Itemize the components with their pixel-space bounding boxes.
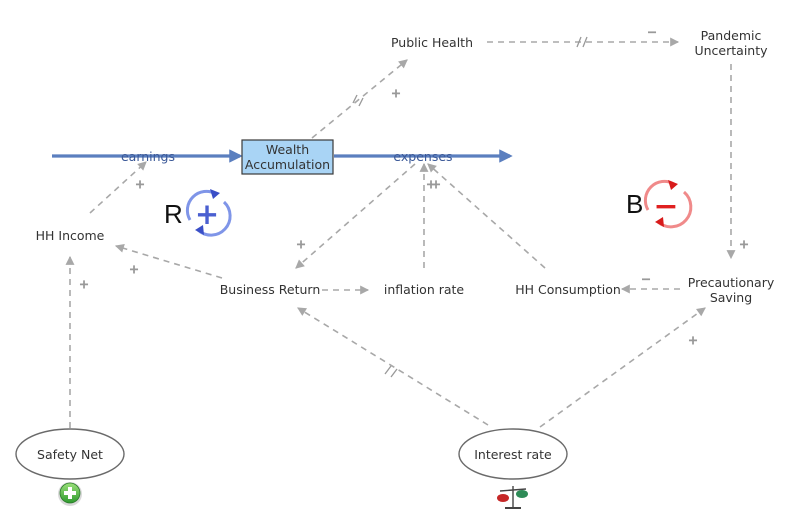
polarity-saving-consumption: − bbox=[641, 270, 650, 288]
polarity-consumption-expenses: + bbox=[426, 175, 435, 193]
delay-mark-wealth-health bbox=[352, 94, 364, 107]
link-business-to-income[interactable] bbox=[114, 243, 223, 279]
plus-badge-icon bbox=[58, 482, 82, 506]
var-hh-income[interactable]: HH Income bbox=[36, 228, 105, 243]
balancing-loop-letter: B bbox=[626, 189, 643, 219]
delay-mark-health-uncertainty bbox=[576, 36, 588, 48]
polarity-health-uncertainty: − bbox=[647, 23, 656, 41]
stock-label-line1: Wealth bbox=[266, 142, 309, 157]
var-precautionary-saving-line1[interactable]: Precautionary bbox=[688, 275, 775, 290]
var-inflation-rate[interactable]: inflation rate bbox=[384, 282, 465, 297]
link-expenses-to-business[interactable] bbox=[295, 163, 416, 269]
delay-mark-interest-business bbox=[384, 365, 398, 378]
polarity-uncertainty-saving: + bbox=[739, 235, 748, 253]
polarity-inflation-expenses: + bbox=[431, 175, 440, 193]
link-interest-to-business[interactable] bbox=[297, 307, 489, 426]
var-interest-rate[interactable]: Interest rate bbox=[458, 428, 568, 480]
var-pandemic-uncertainty-line2[interactable]: Uncertainty bbox=[694, 43, 768, 58]
polarity-business-income: + bbox=[129, 260, 138, 278]
expenses-flow-label[interactable]: expenses bbox=[393, 149, 452, 164]
polarity-safety-net-income: + bbox=[79, 275, 88, 293]
earnings-flow-label[interactable]: earnings bbox=[121, 149, 175, 164]
var-pandemic-uncertainty-line1[interactable]: Pandemic bbox=[701, 28, 762, 43]
var-public-health[interactable]: Public Health bbox=[391, 35, 473, 50]
safety-net-label: Safety Net bbox=[37, 447, 103, 462]
var-hh-consumption[interactable]: HH Consumption bbox=[515, 282, 621, 297]
var-precautionary-saving-line2[interactable]: Saving bbox=[710, 290, 752, 305]
reinforcing-loop-sign: + bbox=[195, 197, 219, 231]
polarity-interest-saving: + bbox=[688, 331, 697, 349]
reinforcing-loop-letter: R bbox=[164, 199, 183, 229]
balancing-loop[interactable]: B − bbox=[626, 179, 693, 229]
link-wealth-to-public-health[interactable] bbox=[311, 59, 408, 139]
link-income-to-earnings[interactable] bbox=[89, 161, 147, 214]
link-consumption-to-expenses[interactable] bbox=[427, 163, 546, 269]
balancing-loop-arrows-icon bbox=[643, 179, 693, 229]
polarity-wealth-health: + bbox=[391, 84, 400, 102]
var-business-return[interactable]: Business Return bbox=[220, 282, 321, 297]
balance-scale-icon bbox=[497, 486, 528, 509]
interest-rate-label: Interest rate bbox=[474, 447, 552, 462]
polarity-expenses-business: + bbox=[296, 235, 305, 253]
reinforcing-loop[interactable]: R + bbox=[164, 189, 232, 237]
link-interest-to-saving[interactable] bbox=[539, 307, 706, 428]
polarity-income-earnings: + bbox=[135, 175, 144, 193]
wealth-accumulation-stock[interactable]: Wealth Accumulation bbox=[241, 139, 334, 175]
reinforcing-loop-arrows-icon bbox=[185, 189, 232, 237]
balancing-loop-sign: − bbox=[653, 189, 678, 224]
var-safety-net[interactable]: Safety Net bbox=[15, 428, 125, 480]
stock-label-line2: Accumulation bbox=[245, 157, 330, 172]
